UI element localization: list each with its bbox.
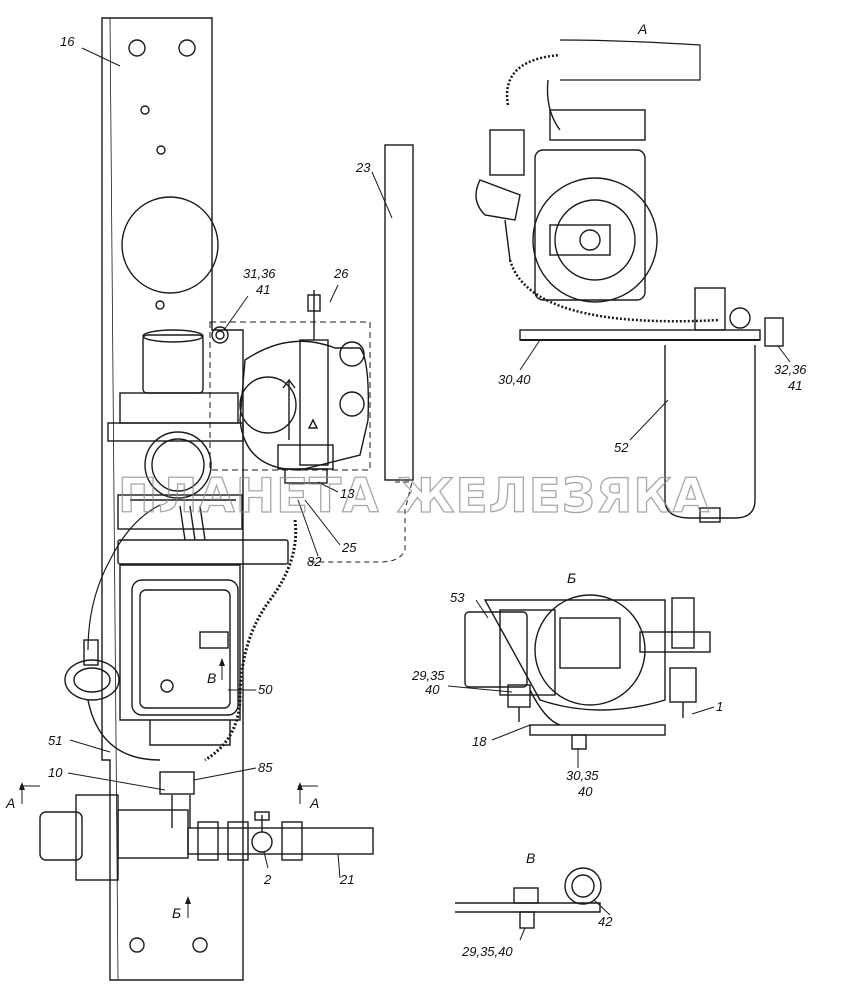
- section-arrows: [20, 662, 318, 918]
- pump-body-50: [117, 539, 289, 746]
- leader-lines: [67, 47, 393, 879]
- view-b-leaders: [447, 599, 715, 768]
- view-b-callout-40b: 40: [578, 784, 593, 799]
- view-a-callout-30-40: 30,40: [498, 372, 531, 387]
- view-v-title: В: [526, 850, 535, 866]
- view-a-callout-52: 52: [614, 440, 629, 455]
- callout-50: 50: [258, 682, 273, 697]
- harness-cable: [87, 504, 161, 651]
- view-b-callout-53: 53: [450, 590, 465, 605]
- callout-41: 41: [256, 282, 270, 297]
- mounting-plate-dashed: [209, 321, 371, 471]
- callout-23: 23: [355, 160, 371, 175]
- bracket-plate-16: [101, 17, 244, 981]
- view-b-callout-18: 18: [472, 734, 487, 749]
- callout-31-36: 31,36: [243, 266, 276, 281]
- callout-10: 10: [48, 765, 63, 780]
- view-b-callout-29-35: 29,35: [411, 668, 445, 683]
- view-b-title: Б: [567, 570, 576, 586]
- view-v-leaders: [519, 899, 611, 941]
- callout-16: 16: [60, 34, 75, 49]
- motor-unit: [107, 326, 244, 530]
- callout-85: 85: [258, 760, 273, 775]
- view-b-callout-40: 40: [425, 682, 440, 697]
- callout-26: 26: [333, 266, 349, 281]
- view-b-callout-30-35: 30,35: [566, 768, 599, 783]
- view-v-callout-29-35-40: 29,35,40: [461, 944, 513, 959]
- view-v-callout-42: 42: [598, 914, 613, 929]
- view-a-callout-32-36: 32,36: [774, 362, 807, 377]
- view-b-drawing: [464, 594, 711, 750]
- callout-51: 51: [48, 733, 62, 748]
- sensor-51: [64, 639, 161, 761]
- view-v-drawing: [455, 867, 602, 929]
- tube-23: [384, 144, 414, 481]
- arrowheads: [19, 658, 303, 904]
- watermark: ПЛАНЕТА ЖЕЛЕЗЯКА: [118, 469, 710, 524]
- view-a-drawing: [475, 39, 784, 523]
- arrow-b-main-label: Б: [172, 905, 181, 921]
- callout-13: 13: [340, 486, 355, 501]
- view-b-callout-1: 1: [716, 699, 723, 714]
- section-a-left-label: А: [5, 795, 15, 811]
- harness-cable-b: [204, 519, 298, 762]
- callout-25: 25: [341, 540, 357, 555]
- arrow-v-main-label: В: [207, 670, 216, 686]
- view-a-title: А: [637, 21, 647, 37]
- callout-82: 82: [307, 554, 322, 569]
- filter-housing-26: [239, 290, 369, 484]
- callout-21: 21: [339, 872, 354, 887]
- view-a-leaders: [519, 339, 791, 441]
- view-a-callout-41: 41: [788, 378, 802, 393]
- callout-2: 2: [263, 872, 272, 887]
- section-a-right-label: А: [309, 795, 319, 811]
- pipe-assembly: [39, 771, 374, 881]
